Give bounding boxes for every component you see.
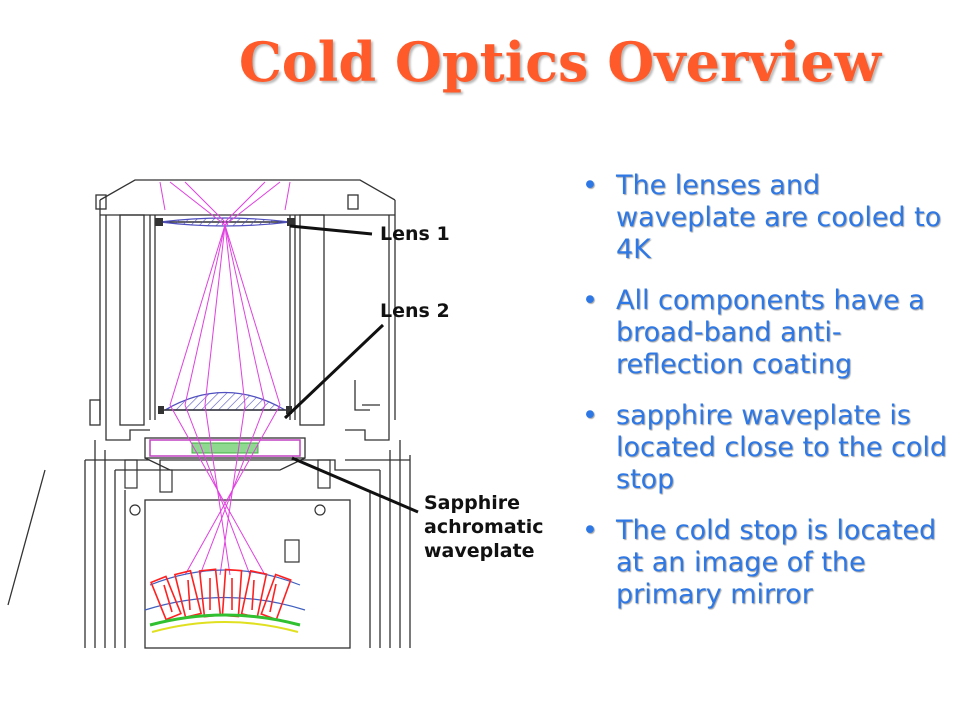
bullet-marker: • [582, 170, 598, 201]
waveplate-assembly [144, 437, 306, 471]
detector-array [150, 568, 292, 621]
lens-2-label: Lens 2 [380, 300, 450, 322]
pointer-lines [283, 224, 419, 514]
bullet-item: • The cold stop is located at an image of… [578, 515, 948, 611]
waveplate-label: Sapphire achromatic waveplate [424, 491, 544, 563]
slide-title: Cold Optics Overview [238, 30, 882, 94]
cryostat-housing [7, 179, 411, 649]
bullet-marker: • [582, 515, 598, 546]
optical-rays [159, 181, 291, 576]
bullet-item: • The lenses and waveplate are cooled to … [578, 170, 948, 266]
bullet-marker: • [582, 400, 598, 431]
bullet-item: • sapphire waveplate is located close to … [578, 400, 948, 496]
lens-1-label: Lens 1 [380, 223, 450, 245]
bullet-item: • All components have a broad-band anti-r… [578, 285, 948, 381]
waveplate-label-line-1: Sapphire [424, 492, 521, 514]
detector-base [149, 613, 301, 633]
bullet-text: sapphire waveplate is located close to t… [616, 400, 948, 495]
bullet-text: All components have a broad-band anti-re… [616, 285, 925, 380]
fasteners [124, 459, 331, 563]
bullet-text: The cold stop is located at an image of … [616, 515, 937, 610]
lens-2 [158, 391, 292, 414]
waveplate-label-line-3: waveplate [424, 540, 535, 562]
bullet-text: The lenses and waveplate are cooled to 4… [616, 170, 942, 265]
bullet-list: • The lenses and waveplate are cooled to … [578, 170, 948, 630]
bullet-marker: • [582, 285, 598, 316]
waveplate-label-line-2: achromatic [424, 516, 544, 538]
